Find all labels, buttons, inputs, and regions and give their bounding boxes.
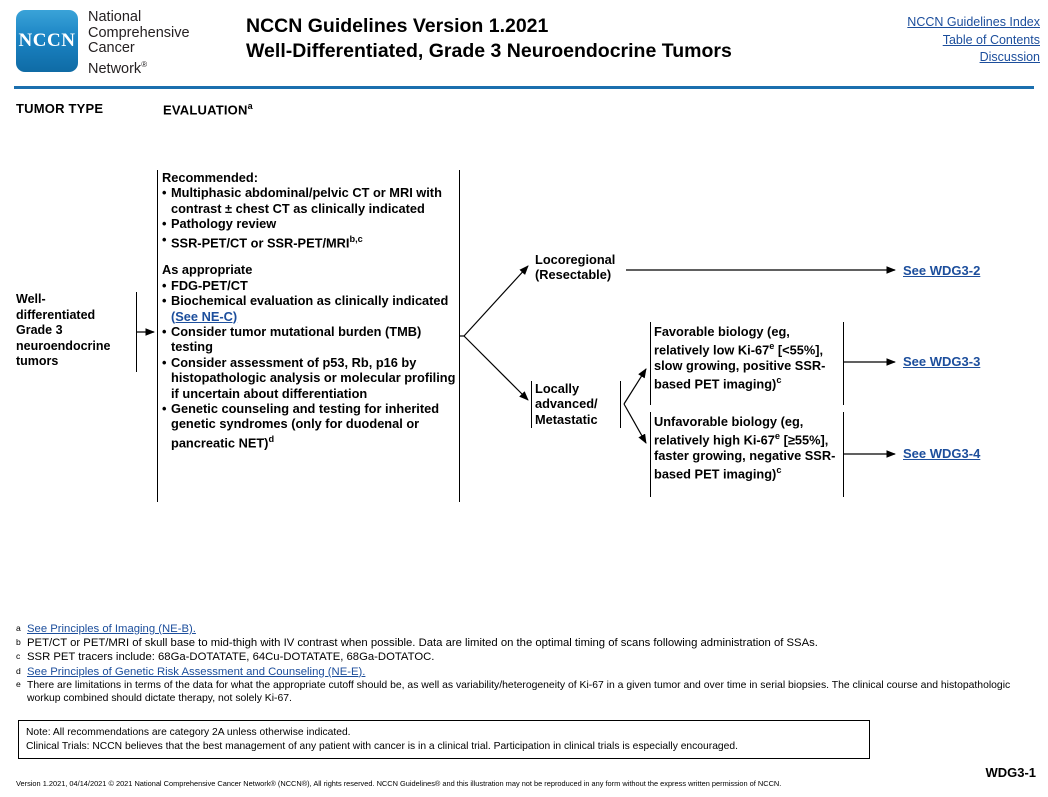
list-item: FDG-PET/CT xyxy=(162,278,462,294)
title-line-1: NCCN Guidelines Version 1.2021 xyxy=(246,15,549,37)
unfavorable-text-1: Unfavorable biology (eg, relatively high… xyxy=(654,414,804,448)
note-line-2: Clinical Trials: NCCN believes that the … xyxy=(26,740,738,752)
list-item: SSR-PET/CT or SSR-PET/MRIb,c xyxy=(162,232,462,251)
tumor-type-line-4: neuroendocrine xyxy=(16,338,111,353)
footnote-text: PET/CT or PET/MRI of skull base to mid-t… xyxy=(27,637,818,650)
column-heading-evaluation: EVALUATIONa xyxy=(163,101,253,117)
footnote-marker: d xyxy=(16,665,21,676)
org-name-line-4: Network xyxy=(88,60,142,77)
footnote-ref-e[interactable]: e xyxy=(769,341,775,352)
org-name-line-2: Comprehensive xyxy=(88,24,190,41)
note-box: Note: All recommendations are category 2… xyxy=(18,720,870,759)
nccn-logo: NCCN xyxy=(16,10,78,72)
footnote-c: c SSR PET tracers include: 68Ga-DOTATATE… xyxy=(16,650,1036,664)
footnote-e: e There are limitations in terms of the … xyxy=(16,679,1036,705)
organization-name: National Comprehensive Cancer Network® xyxy=(88,9,238,77)
footnote-ref-bc[interactable]: b,c xyxy=(349,233,363,244)
recommended-header: Recommended: xyxy=(162,170,258,185)
header-links: NCCN Guidelines Index Table of Contents … xyxy=(907,14,1040,67)
footnote-b: b PET/CT or PET/MRI of skull base to mid… xyxy=(16,636,1036,650)
list-item: Consider tumor mutational burden (TMB) t… xyxy=(162,324,462,355)
favorable-text-1: Favorable biology (eg, relatively low Ki… xyxy=(654,324,790,358)
column-heading-evaluation-label: EVALUATION xyxy=(163,102,248,118)
copyright-notice: Version 1.2021, 04/14/2021 © 2021 Nation… xyxy=(16,779,782,788)
list-item-text: Biochemical evaluation as clinically ind… xyxy=(171,293,449,309)
list-item: Pathology review xyxy=(162,216,462,232)
link-see-wdg3-4[interactable]: See WDG3-4 xyxy=(903,446,981,461)
footnote-ref-d[interactable]: d xyxy=(268,433,275,444)
node-favorable-biology: Favorable biology (eg, relatively low Ki… xyxy=(654,324,840,392)
nccn-logo-text: NCCN xyxy=(18,30,76,51)
rule-unfavorable-right xyxy=(843,412,844,497)
note-line-1: Note: All recommendations are category 2… xyxy=(26,727,351,738)
locally-advanced-line-2: advanced/ xyxy=(535,396,598,412)
footnote-text: SSR PET tracers include: 68Ga-DOTATATE, … xyxy=(27,651,435,664)
link-see-wdg3-2[interactable]: See WDG3-2 xyxy=(903,263,981,278)
node-locally-advanced-metastatic: Locally advanced/ Metastatic xyxy=(535,381,615,427)
footnote-ref-c[interactable]: c xyxy=(776,375,782,386)
link-see-wdg3-3[interactable]: See WDG3-3 xyxy=(903,354,981,369)
rule-eval-left xyxy=(157,170,158,502)
footnote-a: a See Principles of Imaging (NE-B). xyxy=(16,622,1036,636)
node-unfavorable-biology: Unfavorable biology (eg, relatively high… xyxy=(654,414,840,482)
footnotes: a See Principles of Imaging (NE-B). b PE… xyxy=(16,622,1036,705)
page-header: NCCN National Comprehensive Cancer Netwo… xyxy=(0,0,1048,95)
link-see-ne-c[interactable]: (See NE-C) xyxy=(171,308,238,324)
favorable-text-2: [<55%], slow growing, positive SSR-based… xyxy=(654,342,826,392)
link-discussion[interactable]: Discussion xyxy=(979,50,1040,64)
org-name-line-1: National xyxy=(88,9,142,25)
footnote-ref-a[interactable]: a xyxy=(247,101,253,111)
locally-advanced-line-3: Metastatic xyxy=(535,411,598,427)
column-heading-tumor-type: TUMOR TYPE xyxy=(16,101,104,116)
list-item-text: SSR-PET/CT or SSR-PET/MRI xyxy=(171,234,350,250)
evaluation-as-appropriate-group: As appropriate FDG-PET/CT Biochemical ev… xyxy=(162,262,462,450)
recommended-list: Multiphasic abdominal/pelvic CT or MRI w… xyxy=(162,185,462,250)
locally-advanced-line-1: Locally xyxy=(535,381,580,396)
footnote-ref-c[interactable]: c xyxy=(776,465,782,476)
tumor-type-line-1: Well- xyxy=(16,292,46,306)
rule-favorable-left xyxy=(650,322,651,405)
tumor-type-line-2: differentiated xyxy=(16,307,96,322)
registered-mark: ® xyxy=(141,59,148,69)
list-item: Multiphasic abdominal/pelvic CT or MRI w… xyxy=(162,185,462,216)
locoregional-line-2: (Resectable) xyxy=(535,267,612,283)
footnote-marker: e xyxy=(16,678,21,689)
page-code: WDG3-1 xyxy=(985,765,1036,780)
evaluation-recommended-group: Recommended: Multiphasic abdominal/pelvi… xyxy=(162,170,462,250)
list-item: Consider assessment of p53, Rb, p16 by h… xyxy=(162,355,462,401)
footnote-marker: b xyxy=(16,637,21,648)
node-evaluation: Recommended: Multiphasic abdominal/pelvi… xyxy=(162,170,462,450)
node-locoregional: Locoregional (Resectable) xyxy=(535,252,645,283)
link-genetic-risk-assessment[interactable]: See Principles of Genetic Risk Assessmen… xyxy=(27,665,366,678)
org-name-line-3: Cancer xyxy=(88,40,135,57)
tumor-type-line-5: tumors xyxy=(16,354,59,369)
footnote-marker: a xyxy=(16,623,21,633)
rule-unfavorable-left xyxy=(650,412,651,497)
footnote-d: d See Principles of Genetic Risk Assessm… xyxy=(16,665,1036,679)
page-title: NCCN Guidelines Version 1.2021 Well-Diff… xyxy=(246,14,732,64)
list-item: Genetic counseling and testing for inher… xyxy=(162,401,462,450)
title-line-2: Well-Differentiated, Grade 3 Neuroendocr… xyxy=(246,40,732,62)
node-tumor-type: Well- differentiated Grade 3 neuroendocr… xyxy=(16,292,144,370)
footnote-text: There are limitations in terms of the da… xyxy=(27,679,1011,704)
rule-favorable-right xyxy=(843,322,844,405)
as-appropriate-header: As appropriate xyxy=(162,262,253,278)
unfavorable-text-2: [≥55%], faster growing, negative SSR-bas… xyxy=(654,432,836,482)
link-guidelines-index[interactable]: NCCN Guidelines Index xyxy=(907,15,1040,29)
footnote-marker: c xyxy=(16,651,21,662)
list-item: Biochemical evaluation as clinically ind… xyxy=(162,293,462,324)
list-item-text: Genetic counseling and testing for inher… xyxy=(171,400,440,451)
link-table-of-contents[interactable]: Table of Contents xyxy=(942,32,1040,47)
tumor-type-line-3: Grade 3 xyxy=(16,323,63,338)
locoregional-line-1: Locoregional xyxy=(535,252,616,267)
link-principles-of-imaging[interactable]: See Principles of Imaging (NE-B). xyxy=(27,623,196,635)
as-appropriate-list: FDG-PET/CT Biochemical evaluation as cli… xyxy=(162,278,462,451)
rule-locally-advanced-right xyxy=(620,381,621,428)
rule-locally-advanced-left xyxy=(531,381,532,428)
footnote-ref-e[interactable]: e xyxy=(774,431,781,442)
header-divider xyxy=(14,86,1034,89)
